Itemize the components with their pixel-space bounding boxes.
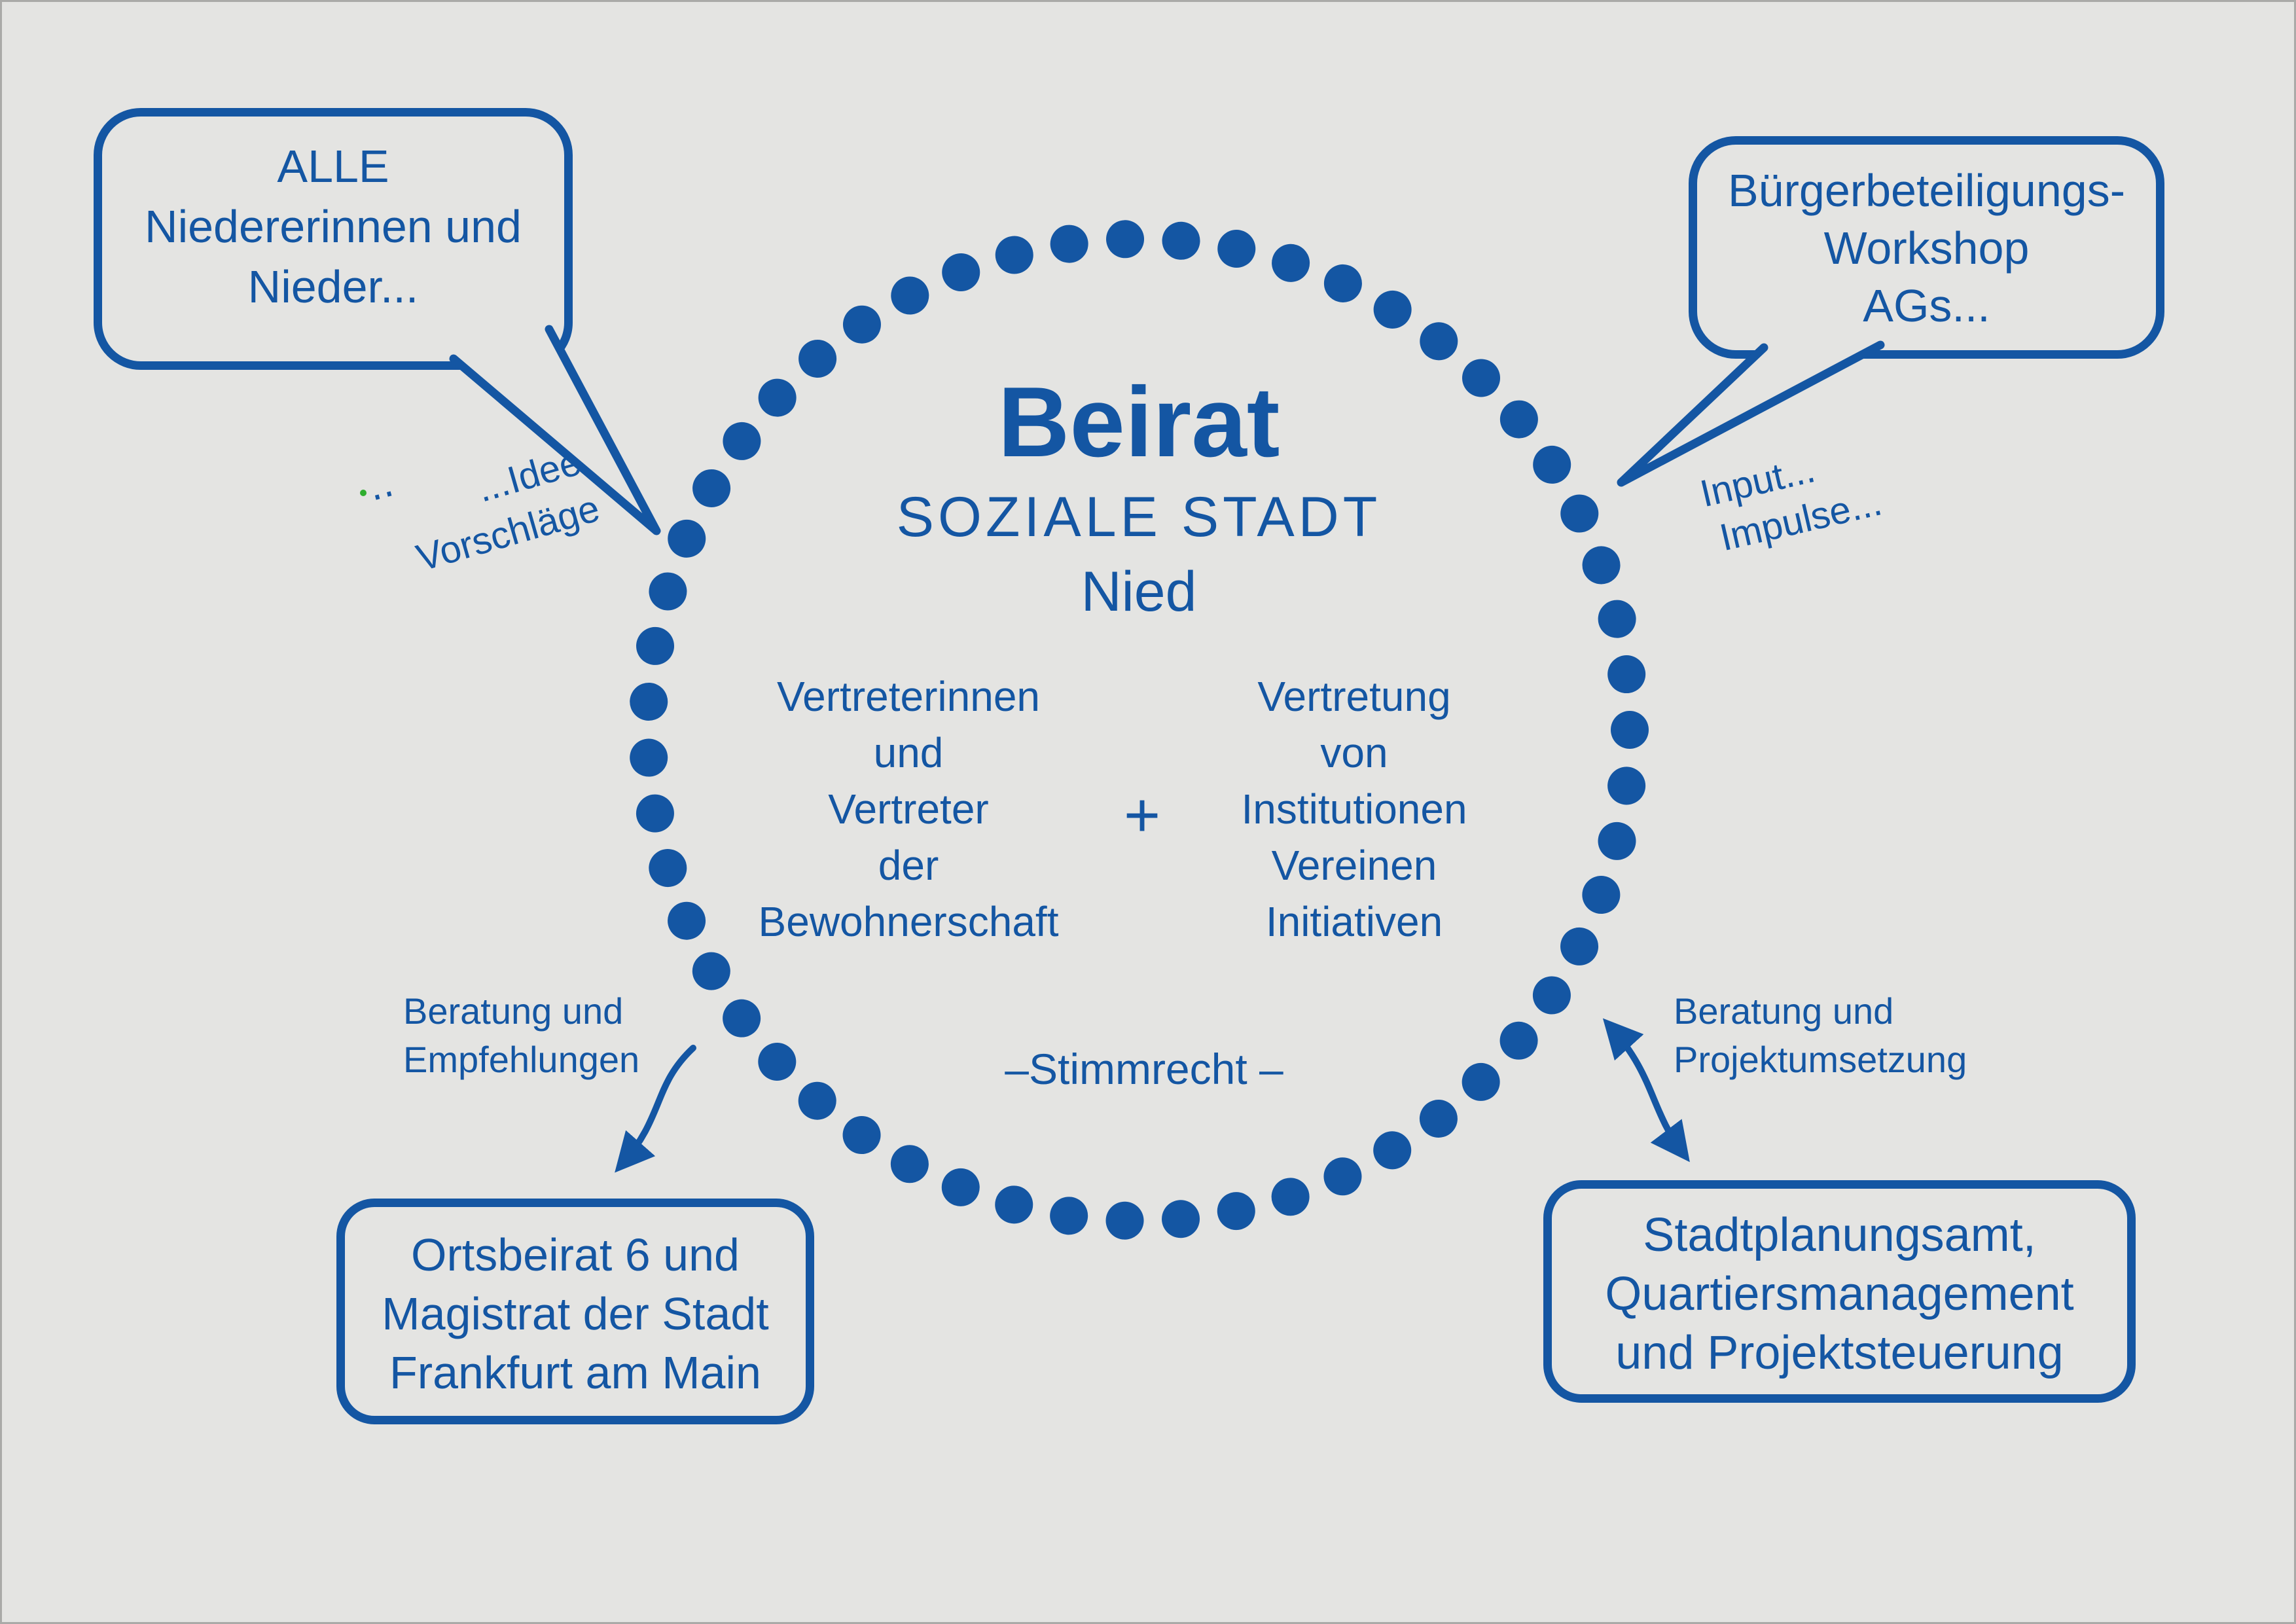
subtitle-nied: Nied xyxy=(1081,560,1197,623)
box-line: Frankfurt am Main xyxy=(389,1347,761,1398)
bubble-line: Bürgerbeteiligungs- xyxy=(1727,165,2126,216)
column-line: Bewohnerschaft xyxy=(758,898,1059,945)
box-line: und Projektsteuerung xyxy=(1615,1327,2064,1379)
bubble-line: Niedererinnen und xyxy=(145,201,522,252)
box-line: Magistrat der Stadt xyxy=(382,1288,769,1339)
bubble-line: ALLE xyxy=(277,141,389,192)
column-bewohnerschaft: Vertreterinnen und Vertreter der Bewohne… xyxy=(759,668,1059,950)
speech-bubble-workshop: Bürgerbeteiligungs- Workshop AGs... xyxy=(1689,136,2164,359)
speech-bubble-residents: ALLE Niedererinnen und Nieder... xyxy=(94,108,573,370)
plus-sign: + xyxy=(1123,780,1161,850)
annotation-line: Beratung und xyxy=(403,990,624,1032)
arrow-stadtplanungsamt-double xyxy=(1602,1018,1690,1163)
green-dot-mark xyxy=(360,490,367,496)
column-line: von xyxy=(1320,729,1388,776)
bubble-line: AGs... xyxy=(1863,280,1990,331)
column-line: Initiativen xyxy=(1265,898,1443,945)
box-ortsbeirat: Ortsbeirat 6 und Magistrat der Stadt Fra… xyxy=(336,1199,814,1424)
column-institutionen: Vertretung von Institutionen Vereinen In… xyxy=(1241,668,1467,950)
annotation-line: Beratung und xyxy=(1674,990,1894,1032)
column-line: Vereinen xyxy=(1271,842,1437,889)
column-line: Vertretung xyxy=(1257,673,1451,720)
title-beirat: Beirat xyxy=(997,367,1280,478)
column-line: Vertreter xyxy=(828,785,989,833)
column-line: der xyxy=(878,842,939,889)
label-stimmrecht: –Stimmrecht – xyxy=(1005,1045,1283,1093)
column-line: Institutionen xyxy=(1241,785,1467,833)
annotation-beratung-empfehlungen: Beratung und Empfehlungen xyxy=(403,987,639,1084)
subtitle-soziale-stadt: SOZIALE STADT xyxy=(896,486,1382,549)
annotation-line: Empfehlungen xyxy=(403,1039,640,1080)
annotation-ideen-vorschlaege: ...Ideen Vorschläge xyxy=(397,431,620,583)
column-line: und xyxy=(873,729,944,776)
box-stadtplanungsamt: Stadtplanungsamt, Quartiersmanagement un… xyxy=(1543,1180,2136,1403)
annotation-input-impulse: Input... Impulse... xyxy=(1696,433,1886,564)
column-line: Vertreterinnen xyxy=(776,673,1041,720)
bubble-line: Workshop xyxy=(1823,223,2030,274)
annotation-beratung-projektumsetzung: Beratung und Projektumsetzung xyxy=(1674,987,1967,1084)
dots-mark: ‥ xyxy=(363,462,398,509)
bubble-line: Nieder... xyxy=(247,261,419,312)
box-line: Stadtplanungsamt, xyxy=(1643,1209,2036,1261)
box-line: Ortsbeirat 6 und xyxy=(411,1229,740,1280)
box-line: Quartiersmanagement xyxy=(1605,1268,2074,1320)
annotation-line: Projektumsetzung xyxy=(1674,1039,1967,1080)
